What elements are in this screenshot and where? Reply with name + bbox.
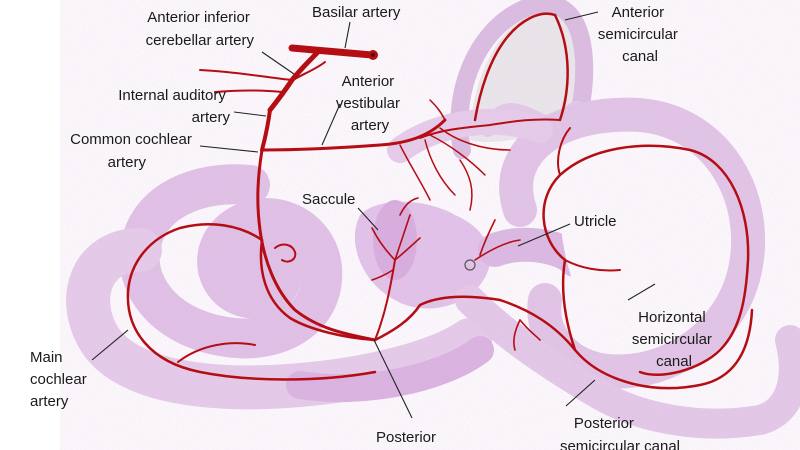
label-posterior: Posterior xyxy=(376,429,436,446)
leader-common-cochlear xyxy=(199,145,259,153)
main-cochlear-artery-inner xyxy=(259,238,377,342)
cochlear-spiral-branch xyxy=(177,342,256,363)
leader-basilar xyxy=(344,21,351,49)
leader-aica xyxy=(261,51,295,75)
leader-internal-auditory xyxy=(233,111,267,117)
post-vest-branch-1 xyxy=(513,319,521,351)
label-main-cochlear-artery: Main cochlear artery xyxy=(30,349,91,410)
anterior-canal-artery-loop xyxy=(473,12,557,122)
basilar-artery-lumen xyxy=(371,53,375,57)
saccule-branch-5 xyxy=(399,197,419,216)
tissue-texture xyxy=(60,0,800,450)
label-internal-auditory-artery: Internal auditory artery xyxy=(118,87,230,126)
utricle-branch-1 xyxy=(474,239,521,261)
saccule-branch-2 xyxy=(371,227,396,261)
main-cochlear-artery xyxy=(126,222,377,381)
ant-vest-branch-5 xyxy=(399,144,431,201)
saccule-branch-4 xyxy=(371,269,394,281)
posterior-vestibular-artery xyxy=(498,298,754,390)
anterior-canal-connector xyxy=(557,127,571,176)
horizontal-canal-spur xyxy=(564,259,621,272)
basilar-artery xyxy=(288,44,376,59)
label-basilar-artery: Basilar artery xyxy=(312,4,401,21)
leader-posterior-canal xyxy=(565,379,596,407)
label-posterior-semicircular-canal: Posterior semicircular canal xyxy=(560,415,680,450)
ant-vest-branch-6 xyxy=(429,99,446,121)
leader-utricle xyxy=(517,223,571,247)
leader-lines xyxy=(91,11,656,419)
saccular-artery xyxy=(374,259,396,341)
leader-horizontal-canal xyxy=(627,283,656,301)
ant-vest-branch-1 xyxy=(419,118,561,139)
label-saccule: Saccule xyxy=(302,191,355,208)
leader-anterior-canal xyxy=(564,11,599,21)
utricle-marker xyxy=(464,259,476,271)
aica-branch-3 xyxy=(289,61,326,83)
ant-vest-branch-4 xyxy=(424,139,456,196)
leader-anterior-vestibular xyxy=(321,103,341,146)
anterior-canal-artery xyxy=(553,13,569,122)
saccule-branch-3 xyxy=(394,237,421,261)
internal-auditory-artery xyxy=(260,108,272,152)
label-common-cochlear-artery: Common cochlear artery xyxy=(70,131,196,171)
label-anterior-vestibular-artery: Anterior vestibular artery xyxy=(336,73,404,134)
saccule-branch-1 xyxy=(394,214,411,261)
label-anterior-semicircular-canal: Anterior semicircular canal xyxy=(598,4,682,65)
label-horizontal-semicircular-canal: Horizontal semicircular canal xyxy=(632,309,716,370)
aica-branch-1 xyxy=(199,69,293,81)
label-utricle: Utricle xyxy=(574,213,617,230)
leader-saccule xyxy=(357,207,379,231)
tissue-layer xyxy=(60,0,800,450)
ant-vest-branch-2 xyxy=(429,134,486,176)
anterior-vestibular-artery xyxy=(260,118,447,152)
ant-vest-branch-7 xyxy=(459,159,473,211)
labels: Anterior inferior cerebellar artery Basi… xyxy=(30,4,716,450)
label-anterior-inferior-cerebellar-artery: Anterior inferior cerebellar artery xyxy=(146,9,255,49)
artery-layer xyxy=(126,12,754,390)
leader-posterior xyxy=(373,339,413,419)
utricle-branch-2 xyxy=(479,219,496,256)
cochlear-apex-loop xyxy=(274,243,297,263)
ant-vest-branch-3 xyxy=(439,127,511,151)
aica-branch-2 xyxy=(214,89,283,93)
post-vest-branch-2 xyxy=(519,319,541,341)
common-cochlear-artery xyxy=(256,148,377,342)
leader-main-cochlear xyxy=(91,329,129,361)
vestibulocochlear-artery xyxy=(373,295,502,342)
